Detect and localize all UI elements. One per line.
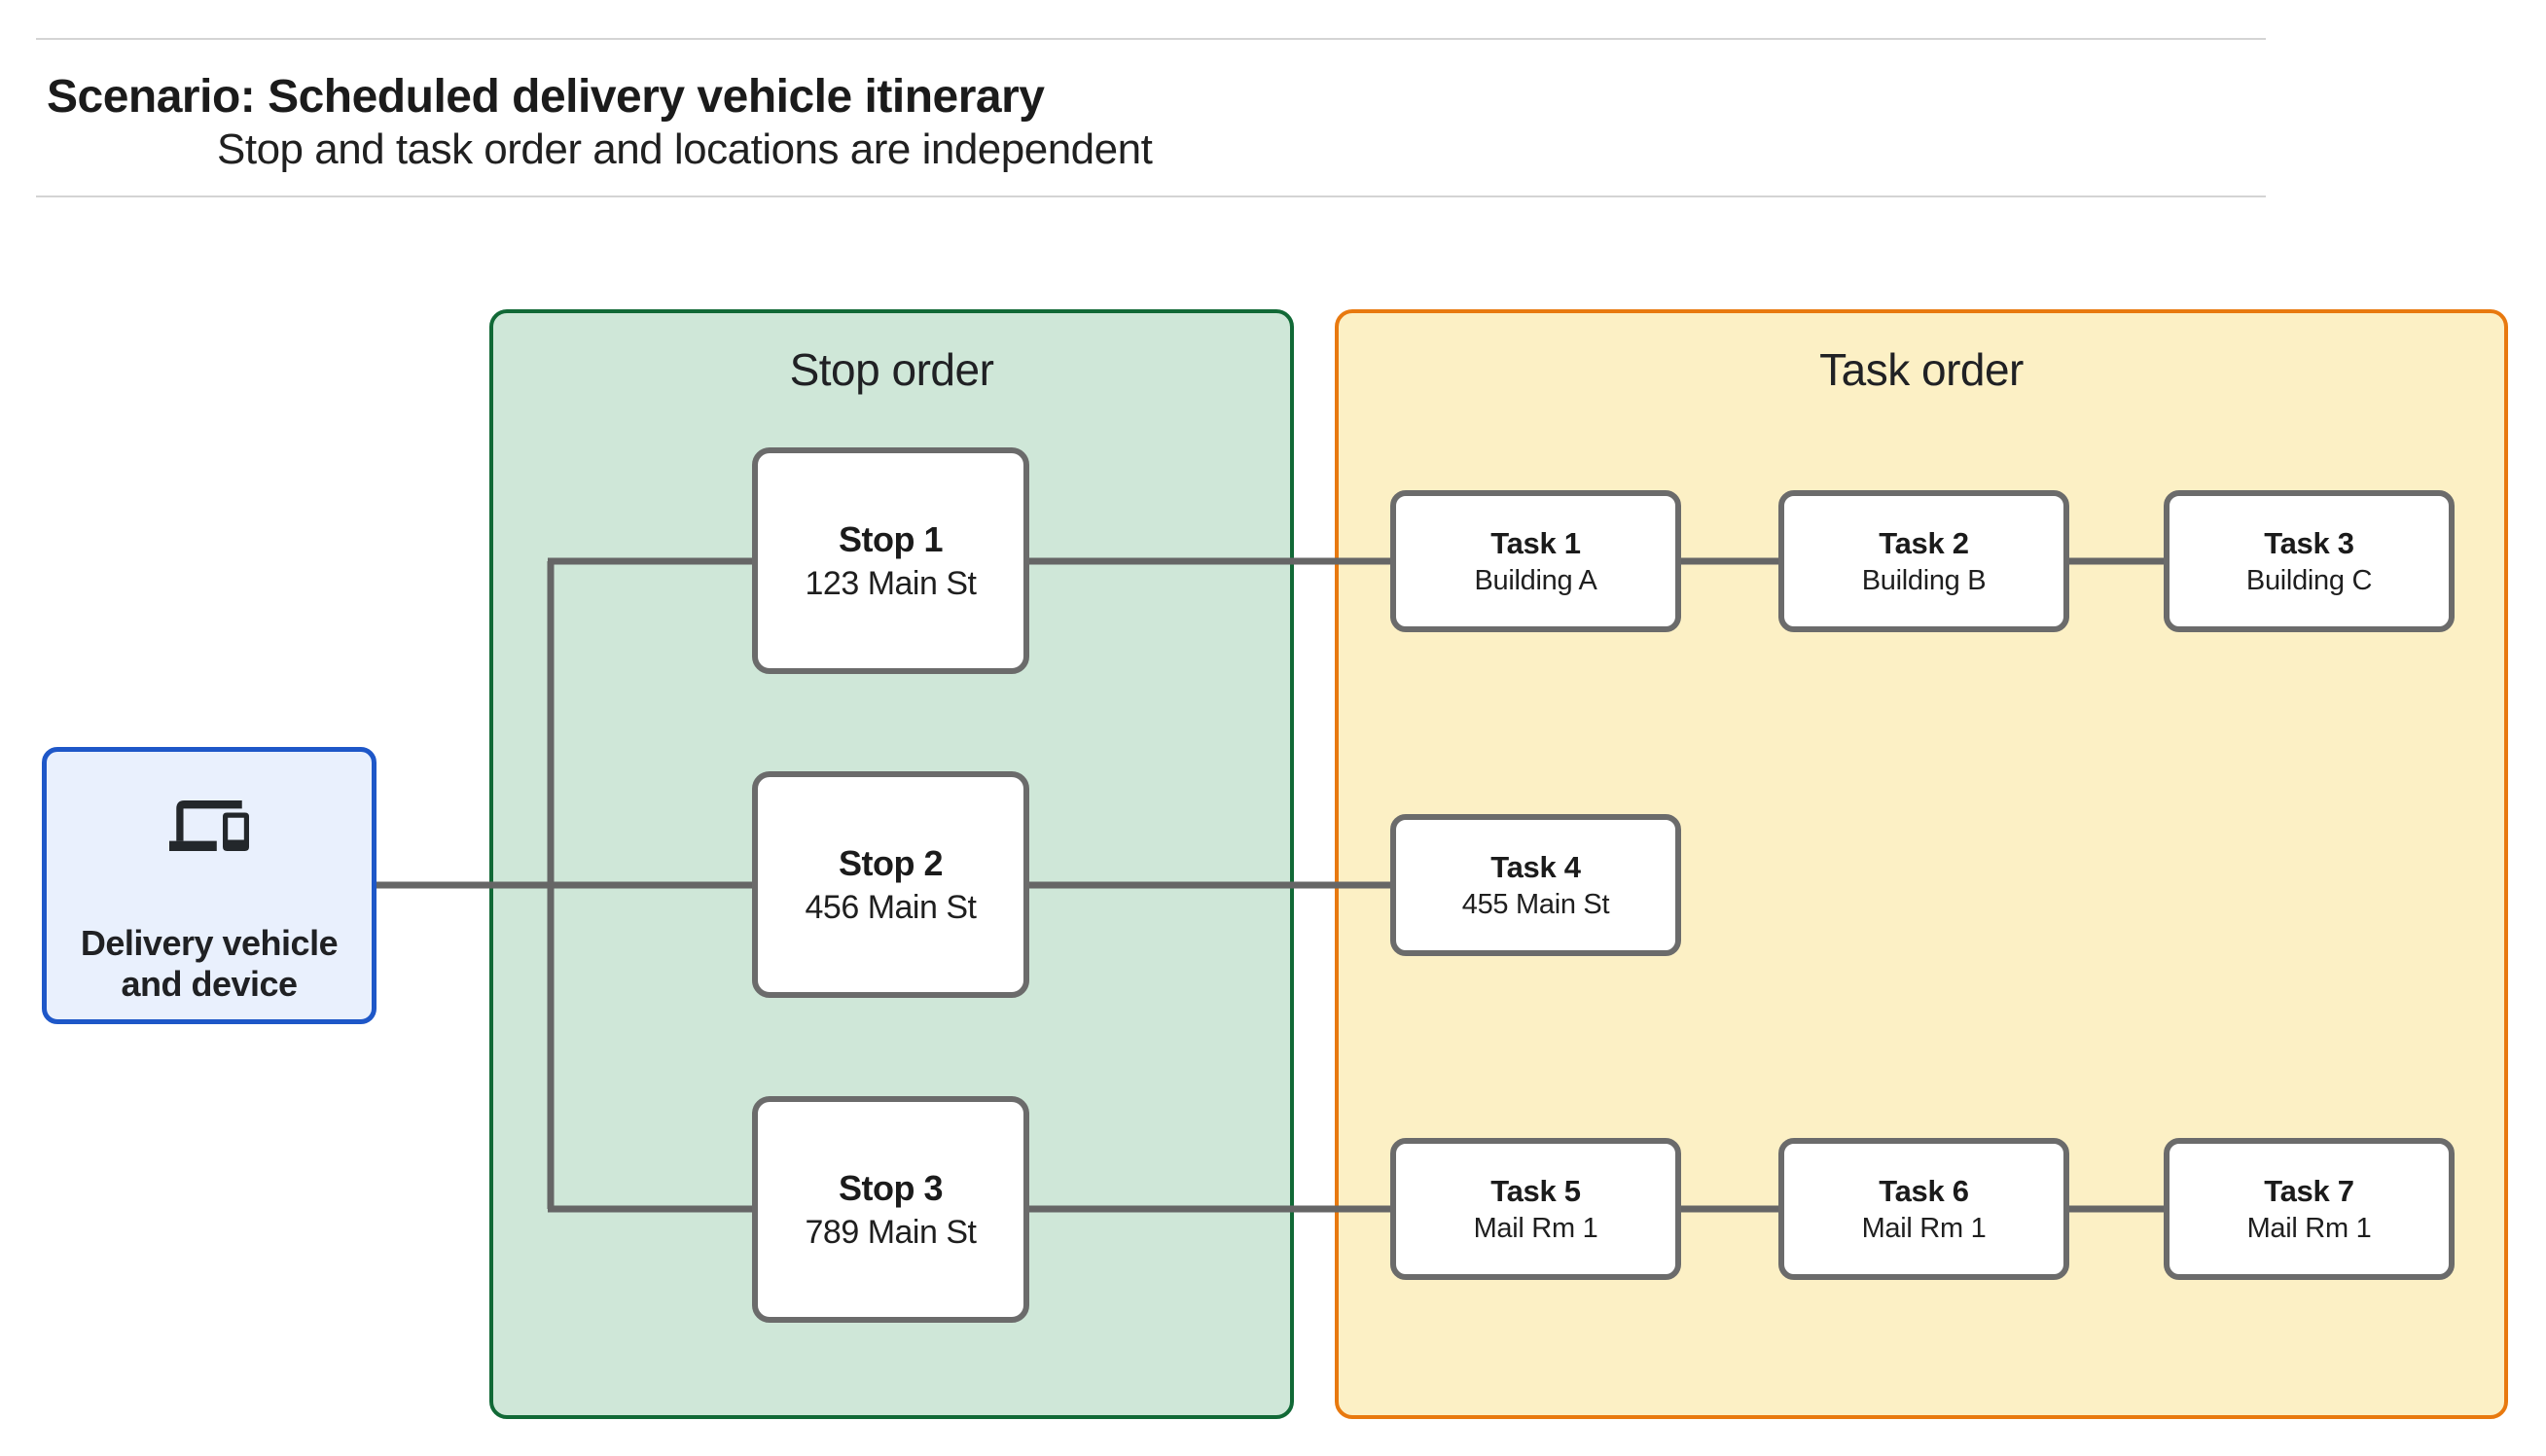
task-5-title: Task 5 [1490, 1173, 1581, 1208]
task-3-title: Task 3 [2264, 525, 2354, 560]
task-4-location: 455 Main St [1461, 888, 1610, 920]
page-subtitle: Stop and task order and locations are in… [217, 125, 1153, 173]
task-1-node: Task 1 Building A [1390, 490, 1681, 632]
stop-1-address: 123 Main St [805, 564, 977, 602]
stop-3-title: Stop 3 [838, 1167, 944, 1208]
task-2-location: Building B [1861, 564, 1987, 596]
task-4-title: Task 4 [1490, 849, 1581, 884]
task-3-location: Building C [2245, 564, 2373, 596]
stop-1-node: Stop 1 123 Main St [752, 447, 1029, 674]
task-4-node: Task 4 455 Main St [1390, 814, 1681, 956]
stop-order-title: Stop order [789, 344, 994, 395]
task-5-node: Task 5 Mail Rm 1 [1390, 1138, 1681, 1280]
task-5-location: Mail Rm 1 [1473, 1212, 1598, 1244]
task-6-location: Mail Rm 1 [1861, 1212, 1987, 1244]
delivery-vehicle-label: Delivery vehicle and device [80, 923, 339, 1004]
task-6-node: Task 6 Mail Rm 1 [1778, 1138, 2069, 1280]
header-top-rule [36, 38, 2266, 40]
task-7-title: Task 7 [2264, 1173, 2354, 1208]
devices-icon-base [169, 840, 217, 851]
devices-icon [169, 800, 249, 851]
task-6-title: Task 6 [1879, 1173, 1969, 1208]
stop-1-title: Stop 1 [838, 518, 944, 559]
delivery-vehicle-node: Delivery vehicle and device [42, 747, 377, 1024]
task-3-node: Task 3 Building C [2164, 490, 2455, 632]
header-bottom-rule [36, 195, 2266, 197]
stop-2-address: 456 Main St [805, 888, 977, 926]
task-2-node: Task 2 Building B [1778, 490, 2069, 632]
stop-2-node: Stop 2 456 Main St [752, 771, 1029, 998]
task-7-location: Mail Rm 1 [2246, 1212, 2372, 1244]
task-1-title: Task 1 [1490, 525, 1581, 560]
page-title: Scenario: Scheduled delivery vehicle iti… [47, 71, 1045, 123]
devices-icon-laptop [176, 800, 242, 841]
stop-3-address: 789 Main St [805, 1213, 977, 1251]
task-7-node: Task 7 Mail Rm 1 [2164, 1138, 2455, 1280]
task-order-title: Task order [1819, 344, 2024, 395]
task-1-location: Building A [1474, 564, 1597, 596]
stop-2-title: Stop 2 [838, 842, 944, 883]
stop-3-node: Stop 3 789 Main St [752, 1096, 1029, 1323]
task-2-title: Task 2 [1879, 525, 1969, 560]
devices-icon-phone [223, 812, 249, 851]
